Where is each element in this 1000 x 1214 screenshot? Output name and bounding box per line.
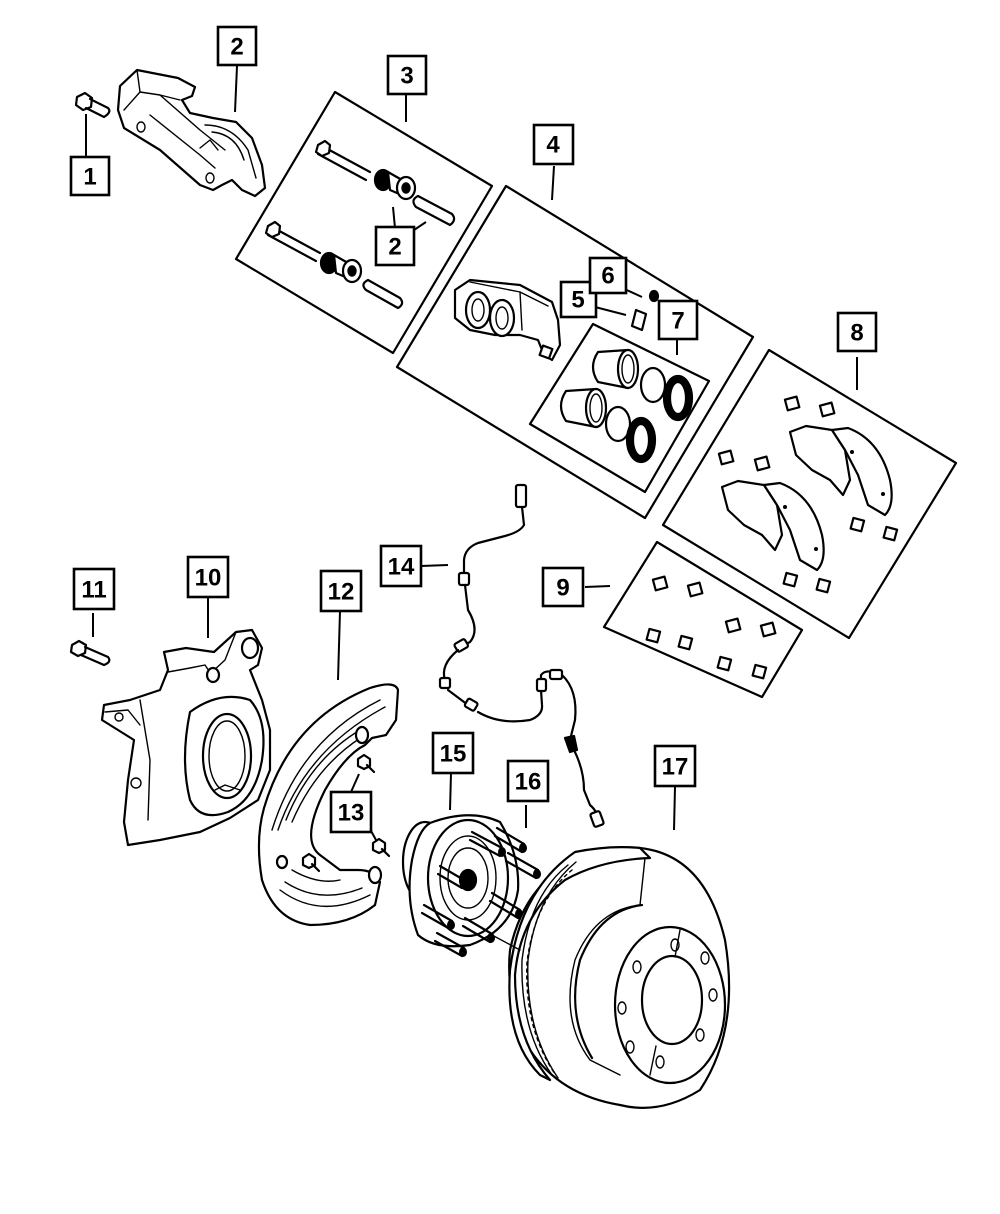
part-wheel-speed-sensor: [438, 483, 605, 828]
callout-7: 7: [657, 299, 699, 341]
part-caliper-adapter: [116, 68, 267, 198]
part-steering-knuckle: [100, 628, 272, 847]
callout-11: 11: [72, 567, 116, 611]
callout-16: 16: [506, 759, 550, 803]
callout-label-16: 16: [515, 769, 542, 796]
callout-8: 8: [836, 311, 878, 353]
part-caliper-bolt: [74, 91, 111, 119]
callout-2-adapter: 2: [216, 25, 258, 67]
callout-label-7: 7: [671, 308, 684, 335]
callout-label-4: 4: [546, 132, 560, 159]
callout-label-15: 15: [440, 741, 467, 768]
callout-17: 17: [653, 744, 697, 788]
callout-label-3: 3: [400, 63, 413, 90]
callout-label-6: 6: [601, 263, 614, 290]
kit-box-pad-clips: [602, 540, 804, 699]
callout-13: 13: [329, 790, 373, 834]
callout-10: 10: [186, 555, 230, 599]
part-hub-bearing: [401, 814, 520, 948]
callout-label-8: 8: [850, 320, 863, 347]
part-shield-screws: [301, 753, 391, 873]
callout-label-11: 11: [81, 577, 106, 604]
kit-box-caliper-pins: [234, 90, 494, 355]
part-dust-shield: [257, 683, 400, 927]
callout-label-12: 12: [328, 579, 355, 606]
part-knuckle-bolt: [69, 639, 111, 667]
callout-label-2b: 2: [388, 234, 401, 261]
callout-label-17: 17: [662, 754, 689, 781]
callout-label-1: 1: [83, 164, 96, 191]
callout-label-9: 9: [556, 575, 569, 602]
callout-1: 1: [69, 155, 111, 197]
part-brake-rotor: [491, 846, 731, 1109]
kit-box-brake-pads: [661, 348, 958, 640]
callout-label-14: 14: [388, 554, 415, 581]
part-wheel-studs: [420, 826, 541, 958]
callout-9: 9: [541, 566, 585, 608]
callout-label-5: 5: [571, 287, 584, 314]
callout-3: 3: [386, 54, 428, 96]
callout-2-bushings: 2: [374, 225, 416, 267]
callout-15: 15: [431, 731, 475, 775]
kit-box-caliper: [395, 184, 755, 520]
callout-12: 12: [319, 569, 363, 613]
callout-4: 4: [532, 123, 575, 166]
callout-label-13: 13: [338, 800, 365, 827]
callout-6: 6: [588, 256, 628, 295]
kit-box-piston-seals: [528, 322, 711, 494]
callout-label-10: 10: [195, 565, 222, 592]
callout-label-2: 2: [230, 34, 243, 61]
callout-14: 14: [379, 544, 423, 588]
leader-lines: [85, 65, 858, 841]
